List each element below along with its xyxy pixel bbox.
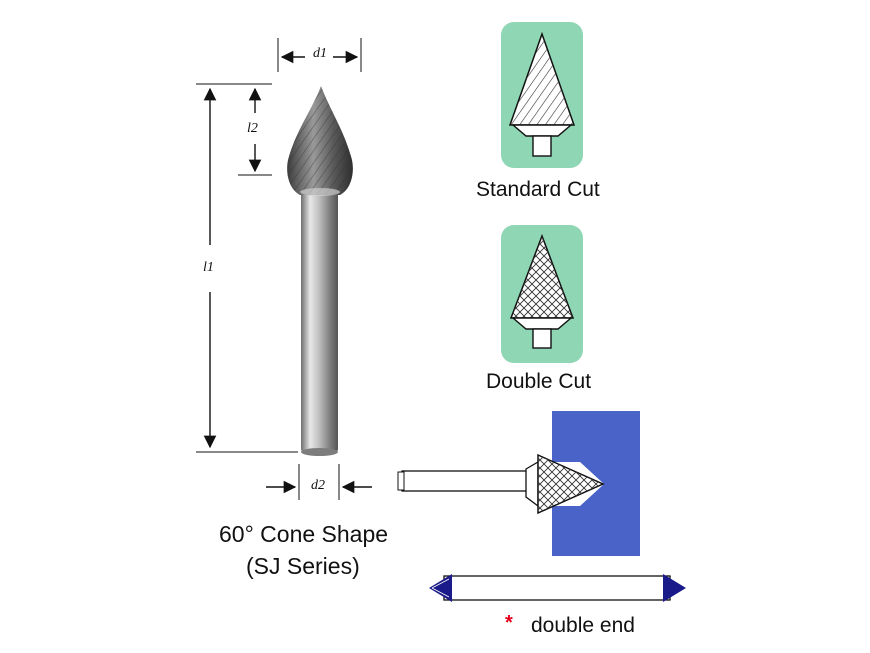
- caption-standard-cut: Standard Cut: [476, 178, 600, 201]
- label-d1: d1: [313, 46, 327, 61]
- caption-shape: 60° Cone Shape: [219, 521, 389, 547]
- workpiece-application: [397, 411, 640, 556]
- burr-cone-head: [287, 86, 353, 196]
- double-end-burr: [429, 574, 686, 602]
- dimension-d2: [266, 464, 372, 500]
- label-d2: d2: [311, 478, 325, 493]
- burr-shank: [301, 190, 338, 456]
- double-cut-icon: [501, 225, 583, 363]
- dimension-l2: [238, 83, 272, 176]
- label-l2: l2: [247, 121, 258, 136]
- caption-double-cut: Double Cut: [486, 370, 592, 393]
- dimension-d1: [277, 38, 362, 72]
- caption-double-end: double end: [531, 614, 635, 637]
- label-l1: l1: [203, 260, 214, 275]
- dimension-l1: [196, 83, 298, 453]
- caption-series: (SJ Series): [246, 553, 360, 579]
- double-end-marker: *: [505, 612, 513, 634]
- standard-cut-icon: [501, 22, 583, 168]
